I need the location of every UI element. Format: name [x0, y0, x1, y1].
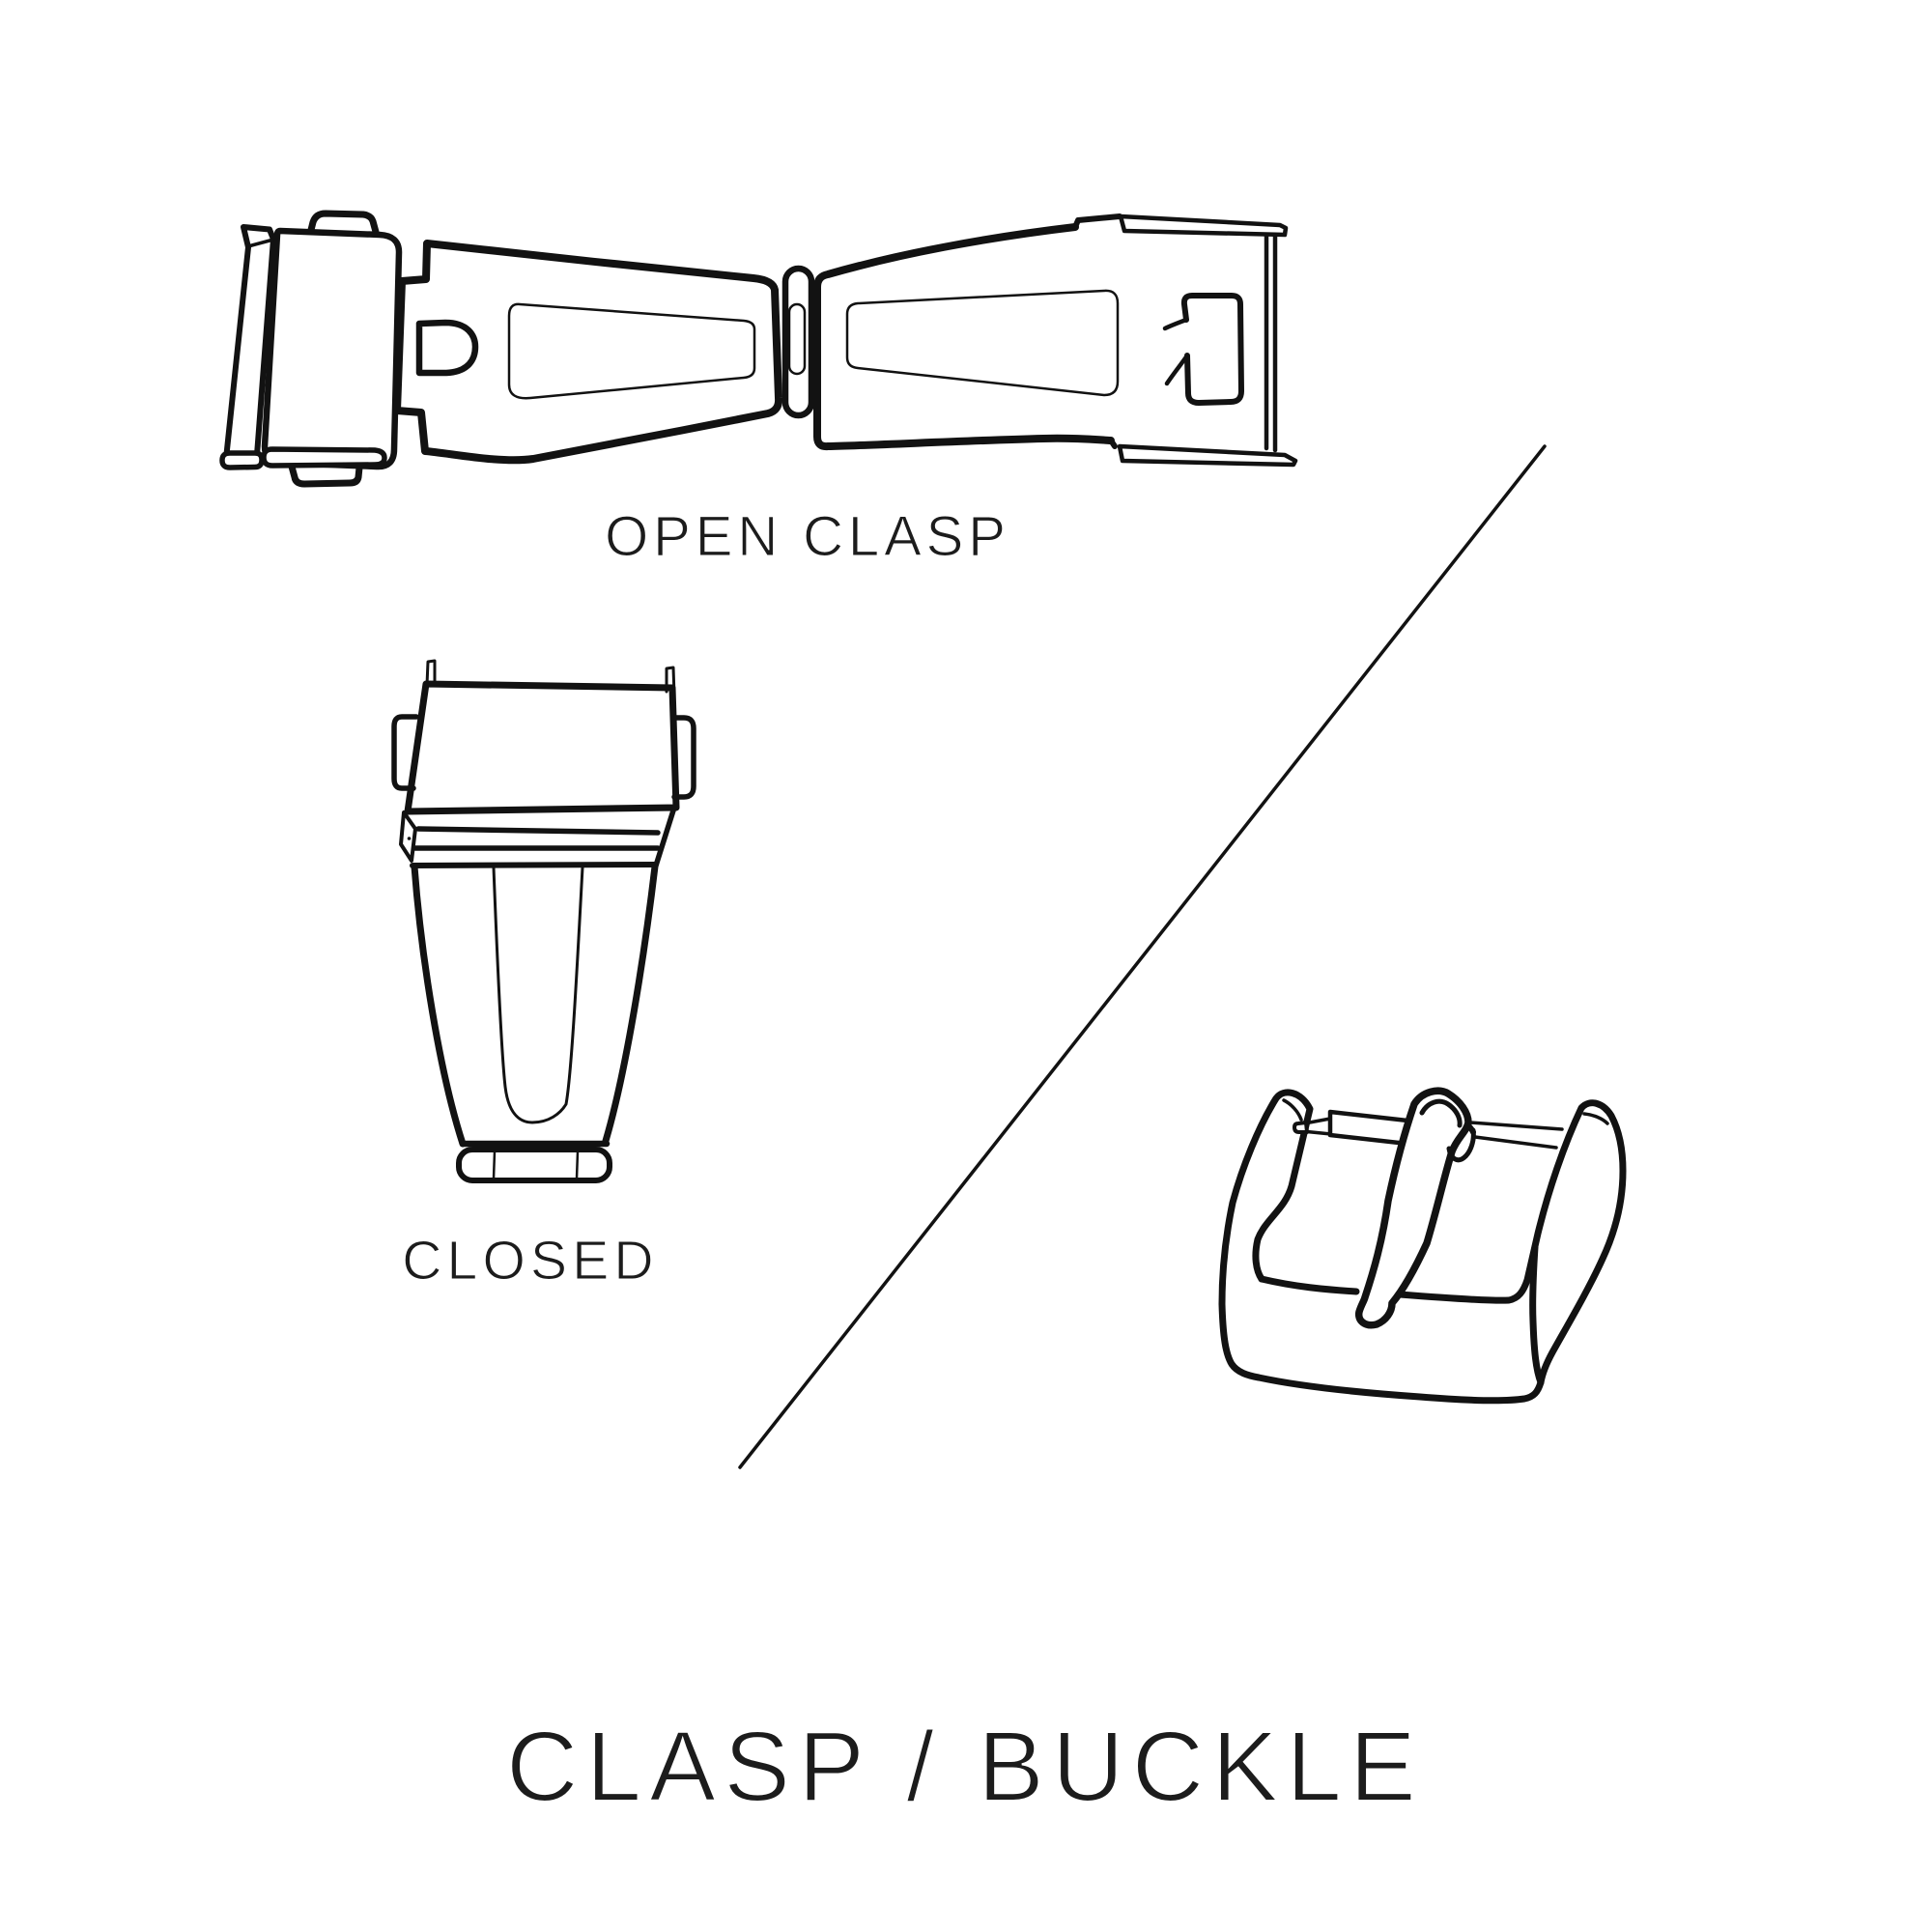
svg-text:OPEN CLASP: OPEN CLASP — [605, 505, 1010, 568]
svg-text:CLASP / BUCKLE: CLASP / BUCKLE — [506, 1711, 1424, 1822]
svg-text:CLOSED: CLOSED — [402, 1230, 659, 1292]
